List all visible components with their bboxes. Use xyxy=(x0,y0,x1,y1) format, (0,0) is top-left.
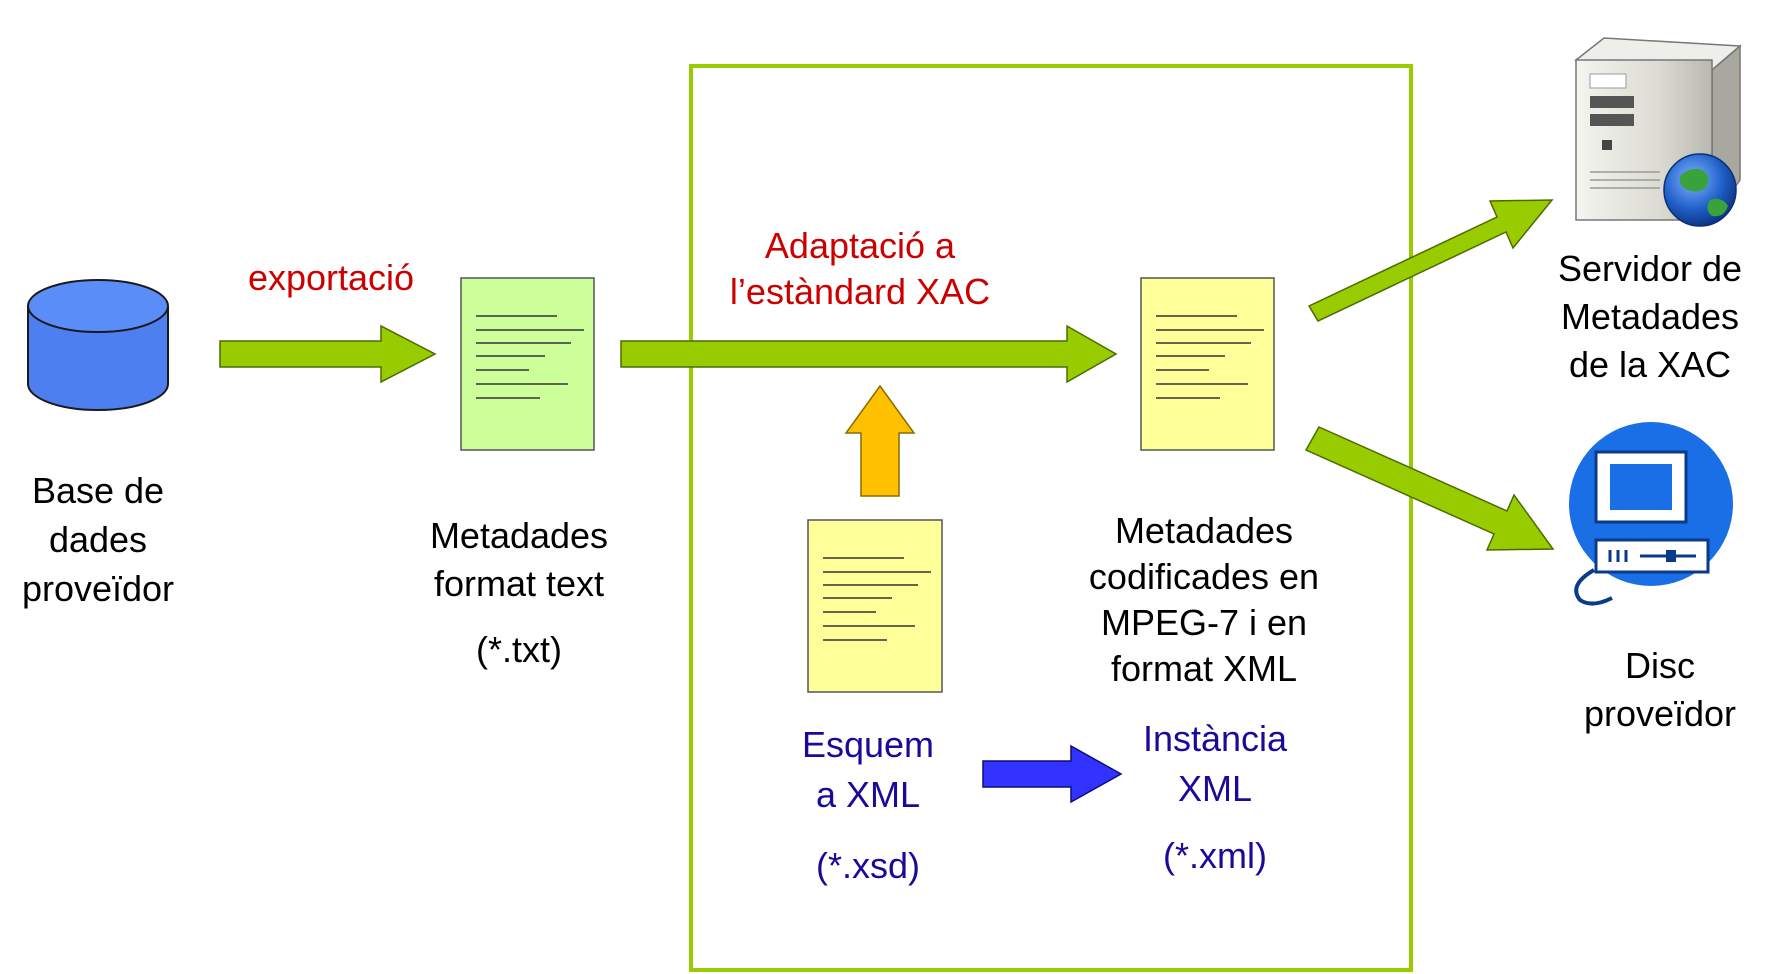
xml-schema-label: Esquem a XML xyxy=(770,720,966,820)
database-cylinder-icon xyxy=(27,279,169,411)
xml-schema-label-line-1: Esquem xyxy=(801,724,935,765)
database-label: Base de dades proveïdor xyxy=(0,466,196,613)
text-document-icon xyxy=(460,277,595,451)
text-metadata-label: Metadades format text xyxy=(410,512,628,608)
xml-instance-label-line-1: Instància xyxy=(1142,718,1288,759)
provider-disk-label-line-1: Disc xyxy=(1625,645,1695,686)
metadata-server-label-line-1: Servidor de xyxy=(1557,248,1743,289)
text-metadata-label-line-1: Metadades xyxy=(429,515,609,556)
adaptation-arrow xyxy=(620,324,1118,384)
encoded-metadata-label-line-3: MPEG-7 i en xyxy=(1100,602,1308,643)
provider-disk-label: Disc proveïdor xyxy=(1560,642,1760,738)
computer-icon xyxy=(1569,422,1733,606)
instance-arrow xyxy=(982,744,1123,804)
provider-disk-label-line-2: proveïdor xyxy=(1583,693,1737,734)
text-metadata-ext: (*.txt) xyxy=(476,629,562,670)
adaptation-label-line-2: l’estàndard XAC xyxy=(729,271,991,312)
xml-instance-label-line-2: XML xyxy=(1177,768,1253,809)
xml-document-icon xyxy=(1140,277,1275,451)
xac-adaptation-frame xyxy=(689,64,1413,972)
to-disk-arrow xyxy=(1304,426,1555,551)
export-arrow xyxy=(219,324,437,384)
text-metadata-label-line-2: format text xyxy=(433,563,605,604)
metadata-server-label-line-2: Metadades xyxy=(1560,296,1740,337)
server-globe-icon xyxy=(1574,37,1742,227)
xml-schema-ext: (*.xsd) xyxy=(815,845,920,886)
schema-document-icon xyxy=(807,519,943,693)
adaptation-label-line-1: Adaptació a xyxy=(764,225,956,266)
to-server-arrow xyxy=(1307,199,1554,322)
encoded-metadata-label-line-1: Metadades xyxy=(1114,510,1294,551)
xml-instance-ext: (*.xml) xyxy=(1163,835,1267,876)
metadata-server-label: Servidor de Metadades de la XAC xyxy=(1530,245,1770,389)
database-label-line-2: dades xyxy=(48,519,148,560)
database-label-line-3: proveïdor xyxy=(21,568,175,609)
adaptation-label: Adaptació a l’estàndard XAC xyxy=(700,223,1020,315)
database-label-line-1: Base de xyxy=(31,470,165,511)
encoded-metadata-label: Metadades codificades en MPEG-7 i en for… xyxy=(1054,508,1354,692)
export-label: exportació xyxy=(247,257,415,298)
encoded-metadata-label-line-4: format XML xyxy=(1110,648,1298,689)
metadata-server-label-line-3: de la XAC xyxy=(1568,344,1732,385)
xml-instance-label: Instància XML xyxy=(1110,714,1320,814)
xml-schema-label-line-2: a XML xyxy=(815,774,921,815)
encoded-metadata-label-line-2: codificades en xyxy=(1088,556,1320,597)
schema-up-arrow xyxy=(844,384,916,497)
